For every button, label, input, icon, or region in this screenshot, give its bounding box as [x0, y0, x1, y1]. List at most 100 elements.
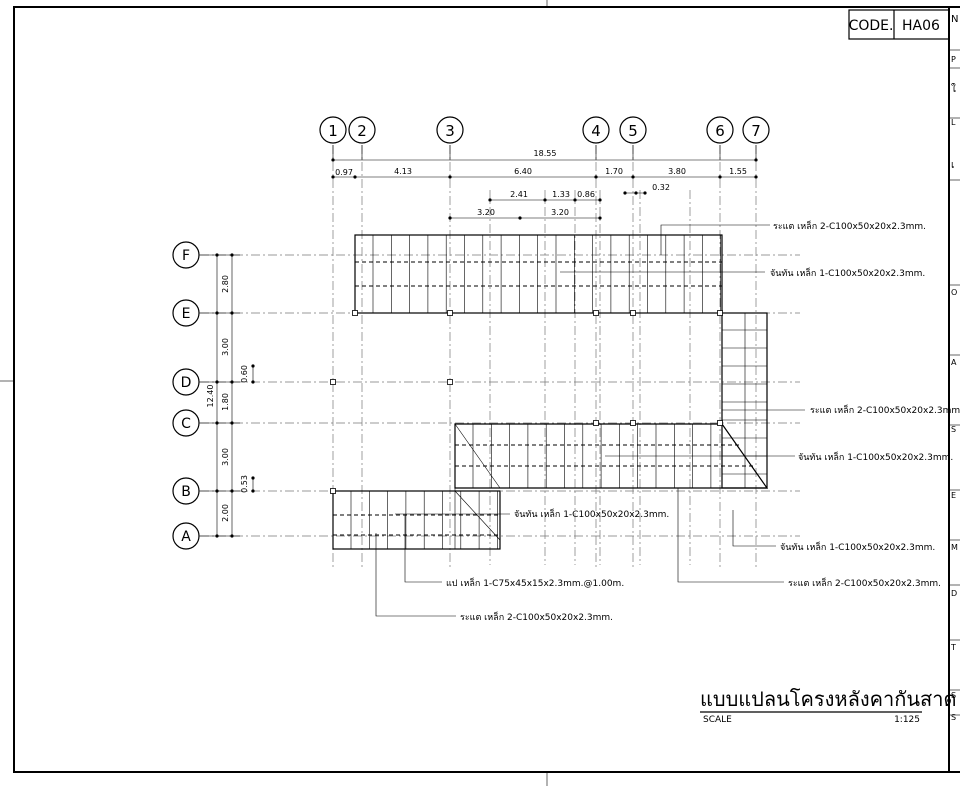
annotation-7: ระแต เหล็ก 2-C100x50x20x2.3mm.	[788, 576, 941, 589]
dim-v-small-2: 0.53	[240, 475, 249, 493]
annotations: ระแต เหล็ก 2-C100x50x20x2.3mm. จันทัน เห…	[375, 219, 960, 623]
grid-bubble-row-A: A	[172, 522, 240, 550]
dim-sub-3: 0.86	[577, 190, 595, 199]
dimension-tick	[251, 476, 255, 480]
dim-h-3: 6.40	[514, 167, 532, 176]
dimension-lines	[215, 158, 758, 538]
title-block-row-glyph: ใ	[951, 83, 956, 95]
dim-h-6: 1.55	[729, 167, 747, 176]
grid-bubble-row-E: E	[172, 299, 240, 327]
grid-label-row: F	[182, 248, 190, 264]
code-value: HA06	[902, 18, 940, 34]
column-post	[593, 420, 599, 426]
dimension-tick	[251, 489, 255, 493]
grid-bubble-row-B: B	[172, 477, 240, 505]
title-block-row-letter: L	[951, 118, 956, 127]
title-block-row-letter: O	[951, 288, 957, 297]
title-block-row-letter: T	[950, 643, 956, 652]
title-block-row-letter: S	[951, 425, 956, 434]
grid-label-col: 6	[715, 122, 725, 140]
grid-bubble-row-C: C	[172, 409, 240, 437]
row-grid-bubbles: F E D C B A	[172, 241, 240, 550]
dimension-tick	[573, 198, 577, 202]
roof-structure	[330, 234, 769, 550]
dim-sub-1: 2.41	[510, 190, 528, 199]
dimension-tick	[448, 216, 452, 220]
dim-h-4: 1.70	[605, 167, 623, 176]
dimension-tick	[718, 175, 722, 179]
title-block-row-letter: S	[951, 691, 956, 700]
title-block-row-letter: D	[951, 589, 957, 598]
title-block-row-letter: A	[951, 358, 957, 367]
dim-v-4: 3.00	[221, 448, 230, 466]
dimension-tick	[353, 175, 357, 179]
grid-bubble-col-5: 5	[619, 116, 647, 160]
dimension-tick	[594, 175, 598, 179]
dim-v-5: 2.00	[221, 504, 230, 522]
column-post	[330, 379, 336, 385]
lower-roof-block	[332, 490, 501, 550]
grid-label-col: 4	[591, 122, 601, 140]
grid-label-row: A	[181, 529, 191, 545]
grid-label-col: 2	[357, 122, 367, 140]
grid-label-col: 3	[445, 122, 455, 140]
grid-label-col: 7	[751, 122, 761, 140]
title-block-row-glyph: เ	[951, 160, 954, 171]
column-post	[447, 379, 453, 385]
dimension-tick	[631, 175, 635, 179]
dimension-tick	[448, 175, 452, 179]
dim-h-1: 0.97	[335, 168, 353, 177]
column-post	[630, 420, 636, 426]
grid-label-col: 5	[628, 122, 638, 140]
annotation-5: จันทัน เหล็ก 1-C100x50x20x2.3mm.	[514, 507, 669, 520]
annotation-1: ระแต เหล็ก 2-C100x50x20x2.3mm.	[773, 219, 926, 232]
dim-vertical-total: 12.40	[206, 385, 215, 408]
grid-bubble-col-2: 2	[348, 116, 376, 160]
grid-bubble-col-3: 3	[436, 116, 464, 160]
column-grid-bubbles: 1 2 3 4 5 6 7	[319, 116, 770, 160]
drawing-title-block: แบบแปลนโครงหลังคากันสาด SCALE 1:125	[700, 687, 956, 725]
grid-bubble-col-7: 7	[742, 116, 770, 160]
scale-value: 1:125	[894, 715, 920, 725]
dim-sub-2: 1.33	[552, 190, 570, 199]
title-block-row-letter: E	[951, 491, 956, 500]
column-post	[593, 310, 599, 316]
dim-sub-4: 0.32	[652, 183, 670, 192]
dimension-tick	[488, 198, 492, 202]
grid-label-row: D	[181, 375, 192, 391]
dimension-tick	[598, 216, 602, 220]
code-label: CODE.	[849, 18, 894, 34]
grid-label-row: C	[181, 416, 191, 432]
column-post	[630, 310, 636, 316]
dimension-tick	[754, 175, 758, 179]
annotation-6: จันทัน เหล็ก 1-C100x50x20x2.3mm.	[780, 540, 935, 553]
dim-v-3: 1.80	[221, 393, 230, 411]
dim-v-small-1: 0.60	[240, 365, 249, 383]
annotation-9: ระแต เหล็ก 2-C100x50x20x2.3mm.	[460, 610, 613, 623]
column-post	[717, 310, 723, 316]
column-post	[352, 310, 358, 316]
grid-label-row: B	[181, 484, 191, 500]
grid-bubble-col-6: 6	[706, 116, 734, 160]
grid-bubble-col-4: 4	[582, 116, 610, 160]
dimension-tick	[643, 191, 647, 195]
dimension-tick	[518, 216, 522, 220]
dimension-tick	[251, 380, 255, 384]
annotation-4: จันทัน เหล็ก 1-C100x50x20x2.3mm.	[798, 450, 953, 463]
annotation-8: แป เหล็ก 1-C75x45x15x2.3mm.@1.00m.	[446, 576, 624, 589]
drawing-title: แบบแปลนโครงหลังคากันสาด	[700, 687, 956, 711]
grid-label-col: 1	[328, 122, 338, 140]
grid-label-row: E	[182, 306, 191, 322]
title-block-row-glyph: N	[951, 14, 958, 25]
column-post	[447, 310, 453, 316]
dim-sub-5: 3.20	[477, 208, 495, 217]
dimension-tick	[331, 175, 335, 179]
scale-label: SCALE	[703, 715, 732, 725]
grid-bubble-col-1: 1	[319, 116, 347, 160]
dimension-tick	[543, 198, 547, 202]
dim-overall: 18.55	[534, 149, 557, 158]
column-post	[717, 420, 723, 426]
annotation-2: จันทัน เหล็ก 1-C100x50x20x2.3mm.	[770, 266, 925, 279]
